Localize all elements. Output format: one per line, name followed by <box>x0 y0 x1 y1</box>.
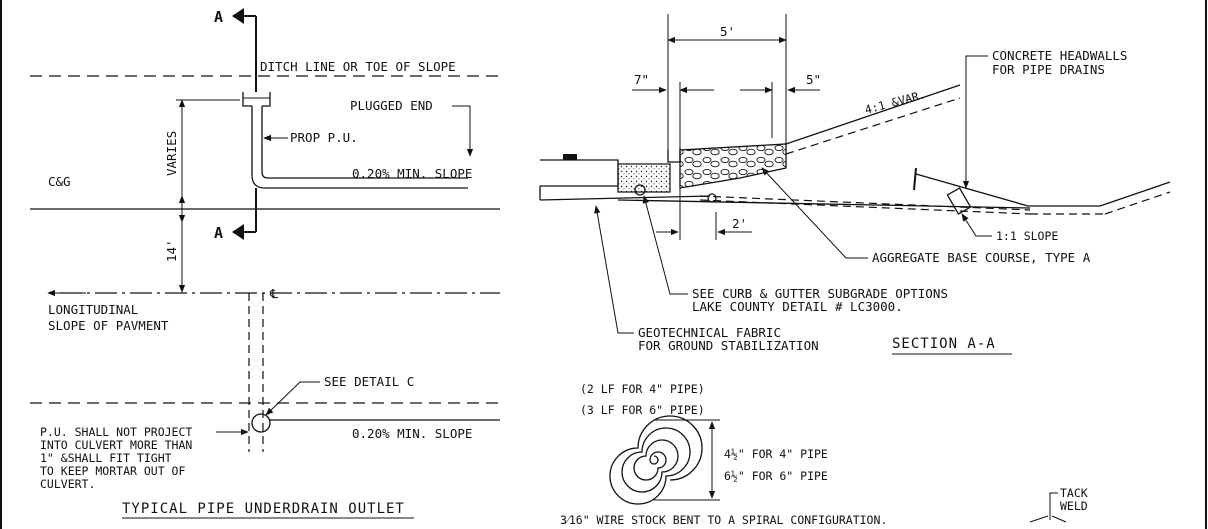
section-view: 5' 7" 5" 4:1 &VAR. <box>539 14 1171 527</box>
pu-note-line-5: CULVERT. <box>40 477 95 491</box>
aggregate-base <box>679 143 787 189</box>
fabric-label-1: GEOTECHNICAL FABRIC <box>638 325 781 340</box>
spiral-size-label-2: 6½" FOR 6" PIPE <box>724 469 828 483</box>
plugged-end-label: PLUGGED END <box>350 98 433 113</box>
underdrain-pipe <box>251 174 468 189</box>
curb-options-label-1: SEE CURB & GUTTER SUBGRADE OPTIONS <box>692 286 948 301</box>
prop-pu-label: PROP P.U. <box>290 130 358 145</box>
see-detail-c-label: SEE DETAIL C <box>324 374 414 389</box>
dim-2ft-label: 2' <box>732 216 747 231</box>
curb-face <box>667 148 681 163</box>
tack-weld-leader <box>1049 492 1058 520</box>
min-slope-label-2: 0.20% MIN. SLOPE <box>352 426 472 441</box>
section-marker-bottom: A <box>214 224 223 242</box>
section-marker-top: A <box>214 8 223 26</box>
spiral-lf-label-1: (2 LF FOR 4" PIPE) <box>580 382 705 396</box>
section-arrow-bottom <box>232 224 244 240</box>
dim-5ft-label: 5' <box>720 24 735 39</box>
pu-note-line-2: INTO CULVERT MORE THAN <box>40 438 192 452</box>
longitudinal-label-1: LONGITUDINAL <box>48 302 138 317</box>
ditch-slope <box>915 173 1029 207</box>
concrete-headwall <box>946 187 972 215</box>
headwalls-label-2: FOR PIPE DRAINS <box>992 62 1105 77</box>
dim-14-label: 14' <box>164 239 179 262</box>
cg-label: C&G <box>48 174 71 189</box>
slope-4-1-label: 4:1 &VAR. <box>863 87 927 117</box>
spiral-lf-label-2: (3 LF FOR 6" PIPE) <box>580 403 705 417</box>
dim-5in-label: 5" <box>806 72 821 87</box>
left-title: TYPICAL PIPE UNDERDRAIN OUTLET <box>122 501 405 517</box>
section-arrow-top <box>232 8 244 24</box>
outlet-circle <box>251 413 271 433</box>
slope-1-1-label: 1:1 SLOPE <box>996 229 1058 243</box>
curb-options-label-2: LAKE COUNTY DETAIL # LC3000. <box>692 299 903 314</box>
wire-stock-label: 3⁄16" WIRE STOCK BENT TO A SPIRAL CONFIG… <box>560 513 887 527</box>
pu-note-line-1: P.U. SHALL NOT PROJECT <box>40 425 192 439</box>
plan-view: A DITCH LINE OR TOE OF SLOPE PLUGGED END… <box>30 8 500 519</box>
pavement-slab <box>540 159 619 187</box>
spiral-wire <box>609 415 703 505</box>
centerline-symbol: ℄ <box>269 286 279 301</box>
tack-weld-mark <box>1029 515 1067 523</box>
fabric-label-2: FOR GROUND STABILIZATION <box>638 338 819 353</box>
headwalls-label-1: CONCRETE HEADWALLS <box>992 48 1127 63</box>
plugged-end-cap <box>242 92 271 107</box>
varies-label: VARIES <box>164 131 179 176</box>
min-slope-label-1: 0.20% MIN. SLOPE <box>352 166 472 181</box>
pu-note-line-3: 1" &SHALL FIT TIGHT <box>40 451 172 465</box>
aggregate-label: AGGREGATE BASE COURSE, TYPE A <box>872 250 1091 265</box>
dim-7in-label: 7" <box>634 72 649 87</box>
ditch-line-label: DITCH LINE OR TOE OF SLOPE <box>260 59 456 74</box>
tack-weld-label-1: TACK <box>1060 486 1088 500</box>
longitudinal-label-2: SLOPE OF PAVMENT <box>48 318 169 333</box>
spiral-size-label-1: 4½" FOR 4" PIPE <box>724 447 828 461</box>
pu-note-line-4: TO KEEP MORTAR OUT OF <box>40 464 185 478</box>
tack-weld-label-2: WELD <box>1060 499 1088 513</box>
section-title: SECTION A-A <box>892 336 996 352</box>
